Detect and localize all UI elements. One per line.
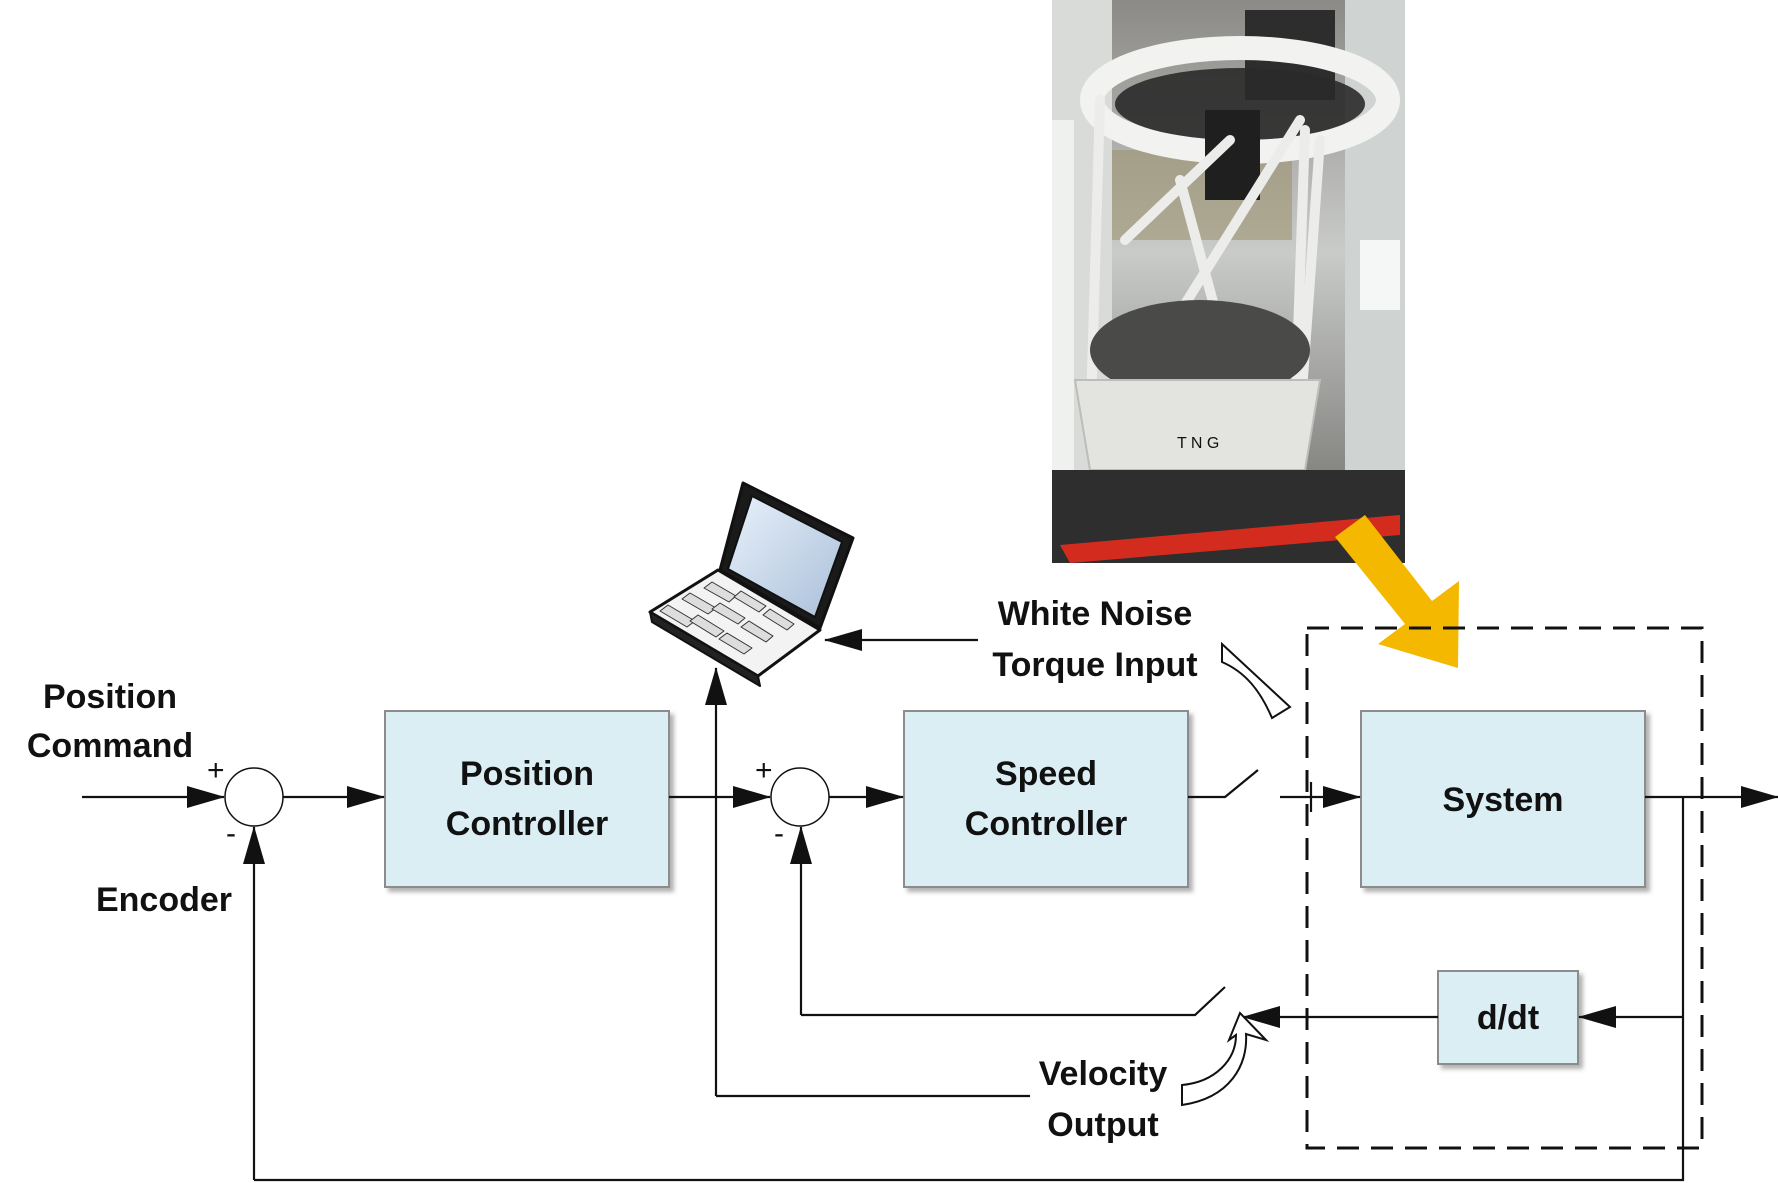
position-controller-label-2: Controller	[446, 805, 608, 843]
velocity-switch	[801, 986, 1226, 1017]
speed-controller-label-1: Speed	[995, 755, 1097, 793]
encoder-label: Encoder	[96, 881, 232, 919]
laptop-icon	[648, 481, 855, 687]
plant-boundary	[1305, 626, 1704, 1150]
curved-arrow-icon	[1221, 641, 1292, 720]
highlight-arrow	[1335, 515, 1459, 668]
sum2-plus-sign: +	[755, 754, 773, 787]
position-controller-label-1: Position	[460, 755, 594, 793]
telescope-photo: T N G	[1052, 0, 1405, 563]
position-command-label-2: Command	[27, 727, 193, 765]
position-command-label-1: Position	[43, 678, 177, 716]
sum1-minus-sign: -	[226, 817, 236, 850]
sum1-plus-sign: +	[207, 754, 225, 787]
white-noise-label-1: White Noise	[998, 595, 1193, 633]
speed-controller-label-2: Controller	[965, 805, 1127, 843]
system-block: System	[1360, 710, 1646, 888]
torque-switch	[1188, 769, 1259, 799]
velocity-output-label-2: Output	[1047, 1106, 1158, 1144]
position-controller-block: Position Controller	[384, 710, 670, 888]
output-feedback-line	[254, 797, 1685, 1182]
curved-arrow-icon-2	[1181, 1011, 1270, 1107]
sum2-minus-sign: -	[774, 817, 784, 850]
white-noise-label-2: Torque Input	[992, 646, 1197, 684]
velocity-output-label-1: Velocity	[1039, 1055, 1168, 1093]
derivative-block: d/dt	[1437, 970, 1579, 1065]
system-label: System	[1443, 781, 1564, 819]
derivative-label: d/dt	[1477, 999, 1539, 1037]
telescope-marking: T N G	[1177, 435, 1219, 452]
speed-controller-block: Speed Controller	[903, 710, 1189, 888]
